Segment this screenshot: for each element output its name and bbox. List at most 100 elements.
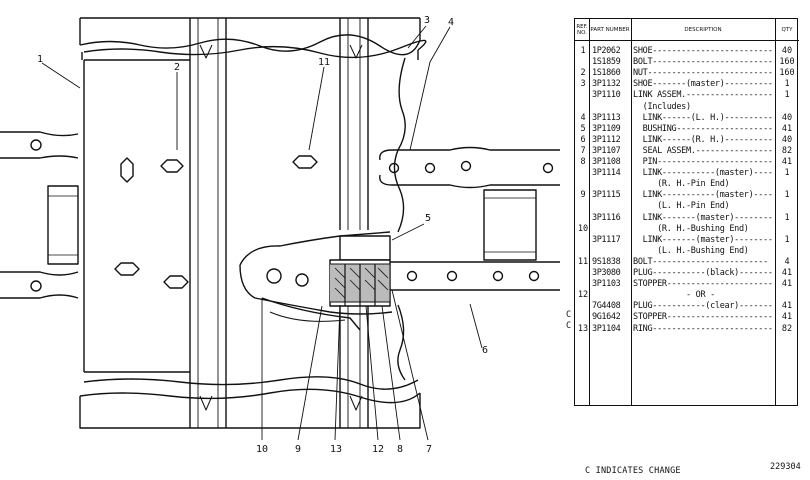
- part-number: 3P1114: [592, 168, 621, 179]
- part-number: 3P1103: [592, 279, 621, 290]
- description: BUSHING-----------------------: [633, 123, 773, 134]
- illustration-number: 229304: [770, 462, 801, 472]
- parts-row: 3P1117 LINK-------(master)-----------1: [575, 235, 799, 246]
- part-number: 3P1110: [592, 90, 621, 101]
- leader-lines: [41, 25, 483, 441]
- description: (L. H.-Pin End): [633, 201, 730, 212]
- part-number: 3P1104: [592, 323, 621, 334]
- ref-number: 3: [580, 79, 586, 90]
- parts-row: 3P1116 LINK-------(master)-----------1: [575, 213, 799, 224]
- part-number: 3P1112: [592, 134, 621, 145]
- pin-bushing-cutaway: [239, 231, 393, 331]
- shoe-bottom-bar: [79, 376, 421, 429]
- ref-number: 10: [577, 223, 589, 234]
- callout-labels: 1 2 3 4 11 5 6 10 9 13 12 8 7: [36, 16, 489, 455]
- callout-6: 6: [481, 345, 489, 356]
- quantity: 160: [779, 57, 795, 68]
- parts-row: (Includes): [575, 102, 799, 113]
- part-number: 3P1108: [592, 157, 621, 167]
- description: LINK-----------(master)-------: [633, 168, 773, 179]
- left-track-chain: [0, 131, 79, 299]
- parts-row: (R. H.-Pin End): [575, 179, 799, 190]
- quantity: 41: [781, 157, 793, 167]
- callout-11: 11: [317, 57, 331, 68]
- callout-1: 1: [36, 54, 44, 65]
- description: (L. H.-Bushing End): [633, 245, 749, 256]
- description: SHOE-------------------------: [633, 46, 773, 56]
- part-number: 1S1860: [592, 68, 621, 79]
- quantity: 82: [781, 145, 793, 156]
- quantity: 40: [781, 112, 793, 123]
- shoe-bolts: [114, 155, 318, 289]
- quantity: 41: [781, 312, 793, 323]
- track-shoe-body: [83, 18, 406, 428]
- description: LINK-----------(master)-------: [633, 190, 773, 201]
- description: LINK-------(master)-----------: [633, 212, 773, 223]
- ref-number: 5: [580, 123, 586, 134]
- callout-12: 12: [371, 444, 385, 455]
- description: PLUG-----------(clear)----------: [633, 301, 773, 312]
- description: SHOE-------(master)-------------: [633, 79, 773, 90]
- change-mark: C: [566, 321, 572, 331]
- parts-row: 12 - OR -: [575, 290, 799, 301]
- ref-number: 2: [580, 68, 586, 79]
- part-number: 3P1115: [592, 190, 621, 201]
- description: RING--------------------------: [633, 323, 773, 334]
- parts-row: 3P1110 LINK ASSEM.--------------------- 1: [575, 90, 799, 101]
- quantity: 41: [781, 268, 793, 278]
- quantity: 4: [784, 256, 790, 267]
- description: (R. H.-Pin End): [633, 179, 730, 190]
- quantity: 40: [781, 46, 793, 56]
- description: LINK------(L. H.)-------------: [633, 112, 773, 123]
- ref-number: 9: [580, 190, 586, 201]
- description: LINK------(R. H.)-------------: [633, 134, 773, 145]
- callout-8: 8: [396, 444, 404, 455]
- ref-number: 6: [580, 134, 586, 145]
- parts-row: 10 (R. H.-Bushing End): [575, 224, 799, 235]
- ref-number: 4: [580, 112, 586, 123]
- callout-10: 10: [255, 444, 269, 455]
- ref-number: 11: [577, 256, 589, 267]
- change-legend: C INDICATES CHANGE: [585, 466, 681, 476]
- description: PIN---------------------------: [633, 157, 773, 167]
- description: (Includes): [633, 101, 691, 112]
- description: SEAL ASSEM.-------------------: [633, 145, 773, 156]
- quantity: 1: [784, 168, 790, 179]
- quantity: 1: [784, 90, 790, 101]
- quantity: 1: [784, 190, 790, 201]
- description: STOPPER-----------------------: [633, 312, 773, 323]
- description: BOLT--------------------------: [633, 57, 773, 68]
- shoe-top-bar: [79, 17, 427, 60]
- parts-row: 6 3P1112 LINK------(R. H.)------------- 40: [575, 135, 799, 146]
- part-number: 3P1113: [592, 112, 621, 123]
- part-number: 3P1132: [592, 79, 621, 90]
- quantity: 40: [781, 134, 793, 145]
- track-assembly-drawing: [0, 17, 560, 441]
- quantity: 41: [781, 123, 793, 134]
- description: LINK ASSEM.---------------------: [633, 90, 773, 101]
- callout-4: 4: [447, 17, 455, 28]
- description: - OR -: [633, 290, 715, 301]
- part-number: 3P1107: [592, 145, 621, 156]
- part-number: 3P1117: [592, 234, 621, 245]
- description: PLUG-----------(black)----------: [633, 268, 773, 278]
- change-mark: C: [566, 310, 572, 320]
- callout-13: 13: [329, 444, 343, 455]
- callout-2: 2: [173, 62, 181, 73]
- description: (R. H.-Bushing End): [633, 223, 749, 234]
- ref-number: 13: [577, 323, 589, 334]
- ref-number: 1: [580, 46, 586, 56]
- parts-row: (L. H.-Pin End): [575, 201, 799, 212]
